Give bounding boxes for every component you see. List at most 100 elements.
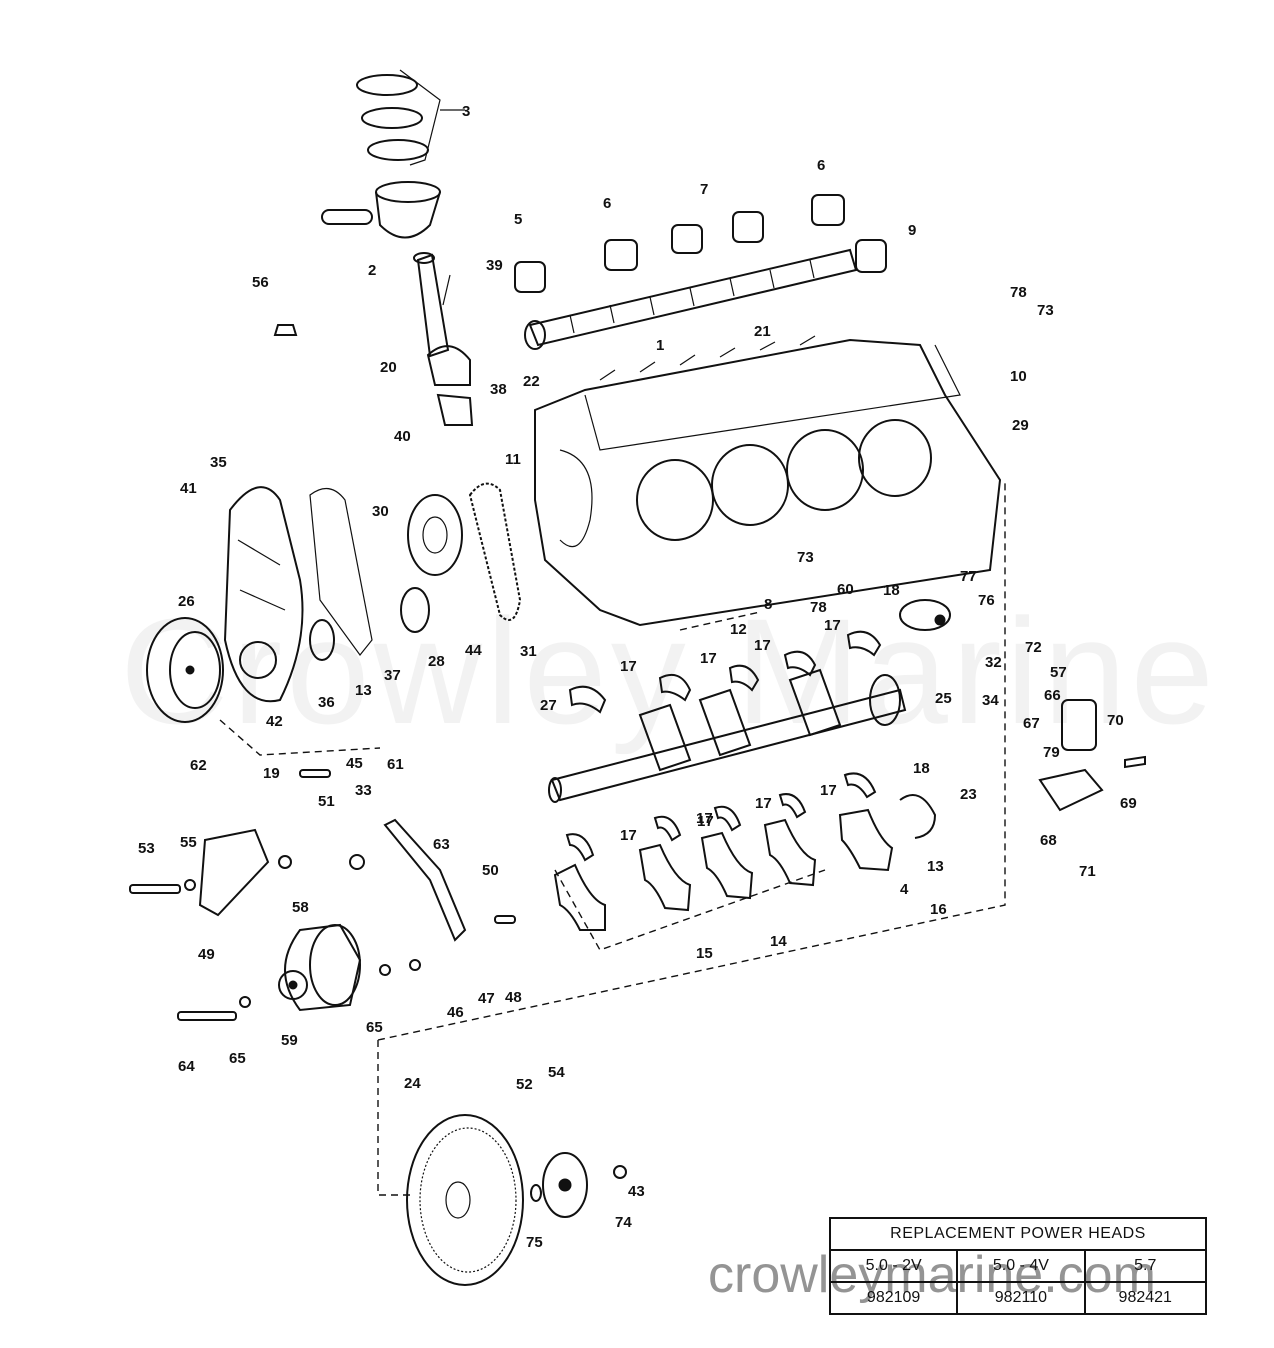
mounting-bracket <box>198 828 270 917</box>
callout-13: 13 <box>355 682 372 699</box>
callout-17: 17 <box>820 782 837 799</box>
callout-55: 55 <box>180 834 197 851</box>
callout-47: 47 <box>478 990 495 1007</box>
timing-cover-gasket <box>309 488 373 656</box>
callout-25: 25 <box>935 690 952 707</box>
callout-53: 53 <box>138 840 155 857</box>
callout-71: 71 <box>1079 863 1096 880</box>
crankshaft <box>548 668 907 803</box>
header-5-7: 5.7 <box>1083 1249 1207 1283</box>
callout-61: 61 <box>387 756 404 773</box>
table-header-row: 5.0 - 2V 5.0 - 4V 5.7 <box>828 1249 1207 1283</box>
callout-73: 73 <box>1037 302 1054 319</box>
callout-48: 48 <box>505 989 522 1006</box>
value-982421: 982421 <box>1083 1281 1207 1315</box>
callout-42: 42 <box>266 713 283 730</box>
callout-23: 23 <box>960 786 977 803</box>
callout-54: 54 <box>548 1064 565 1081</box>
replacement-power-heads-table: REPLACEMENT POWER HEADS 5.0 - 2V 5.0 - 4… <box>828 1217 1207 1315</box>
callout-12: 12 <box>730 621 747 638</box>
callout-43: 43 <box>628 1183 645 1200</box>
callout-6: 6 <box>603 195 611 212</box>
callout-79: 79 <box>1043 744 1060 761</box>
callout-78: 78 <box>1010 284 1027 301</box>
timing-chain <box>468 482 522 621</box>
piston <box>321 181 441 239</box>
callout-41: 41 <box>180 480 197 497</box>
callout-51: 51 <box>318 793 335 810</box>
callout-64: 64 <box>178 1058 195 1075</box>
callout-68: 68 <box>1040 832 1057 849</box>
table-value-row: 982109 982110 982421 <box>828 1281 1207 1315</box>
callout-14: 14 <box>770 933 787 950</box>
callout-59: 59 <box>281 1032 298 1049</box>
callout-57: 57 <box>1050 664 1067 681</box>
callout-69: 69 <box>1120 795 1137 812</box>
thrust-washers <box>899 794 937 839</box>
value-982110: 982110 <box>956 1281 1086 1315</box>
callout-65: 65 <box>229 1050 246 1067</box>
callout-35: 35 <box>210 454 227 471</box>
callout-58: 58 <box>292 899 309 916</box>
callout-29: 29 <box>1012 417 1029 434</box>
callout-8: 8 <box>764 596 772 613</box>
callout-33: 33 <box>355 782 372 799</box>
main-bearings-lower <box>565 772 877 862</box>
callout-78: 78 <box>810 599 827 616</box>
callout-1: 1 <box>656 337 664 354</box>
callout-77: 77 <box>960 568 977 585</box>
callout-2: 2 <box>368 262 376 279</box>
callout-28: 28 <box>428 653 445 670</box>
callout-27: 27 <box>540 697 557 714</box>
callout-72: 72 <box>1025 639 1042 656</box>
group-dash-lines <box>219 480 1006 1196</box>
callout-3: 3 <box>462 103 470 120</box>
callout-45: 45 <box>346 755 363 772</box>
callout-4: 4 <box>900 881 909 898</box>
fasteners <box>129 324 1146 1202</box>
callout-17: 17 <box>696 810 713 827</box>
callout-26: 26 <box>178 593 195 610</box>
callout-17: 17 <box>755 795 772 812</box>
front-seal <box>309 619 335 661</box>
callout-20: 20 <box>380 359 397 376</box>
callout-67: 67 <box>1023 715 1040 732</box>
timing-cover <box>223 486 304 703</box>
header-5-0-2v: 5.0 - 2V <box>828 1249 959 1283</box>
callout-37: 37 <box>384 667 401 684</box>
value-982109: 982109 <box>828 1281 959 1315</box>
camshaft <box>524 248 858 350</box>
drive-coupler <box>542 1152 588 1218</box>
crank-sprocket <box>400 587 430 633</box>
callout-24: 24 <box>404 1075 421 1092</box>
callout-21: 21 <box>754 323 771 340</box>
callout-65: 65 <box>366 1019 383 1036</box>
callout-56: 56 <box>252 274 269 291</box>
callout-44: 44 <box>465 642 482 659</box>
callout-32: 32 <box>985 654 1002 671</box>
callout-31: 31 <box>520 643 537 660</box>
callout-22: 22 <box>523 373 540 390</box>
adjusting-strap <box>383 818 467 942</box>
callout-50: 50 <box>482 862 499 879</box>
callout-70: 70 <box>1107 712 1124 729</box>
callout-39: 39 <box>486 257 503 274</box>
callout-76: 76 <box>978 592 995 609</box>
main-bearings-upper <box>568 630 882 714</box>
piston-rings <box>356 69 441 166</box>
callout-75: 75 <box>526 1234 543 1251</box>
callout-60: 60 <box>837 581 854 598</box>
table-title: REPLACEMENT POWER HEADS <box>829 1217 1207 1251</box>
cam-sprocket <box>407 494 463 576</box>
callout-18: 18 <box>913 760 930 777</box>
callout-17: 17 <box>700 650 717 667</box>
header-5-0-4v: 5.0 - 4V <box>956 1249 1086 1283</box>
flywheel <box>406 1114 524 1286</box>
alternator <box>278 923 362 1012</box>
callout-6: 6 <box>817 157 825 174</box>
callout-19: 19 <box>263 765 280 782</box>
callout-16: 16 <box>930 901 947 918</box>
connecting-rod <box>413 252 474 426</box>
callout-40: 40 <box>394 428 411 445</box>
oil-filter-bracket <box>1038 699 1104 812</box>
